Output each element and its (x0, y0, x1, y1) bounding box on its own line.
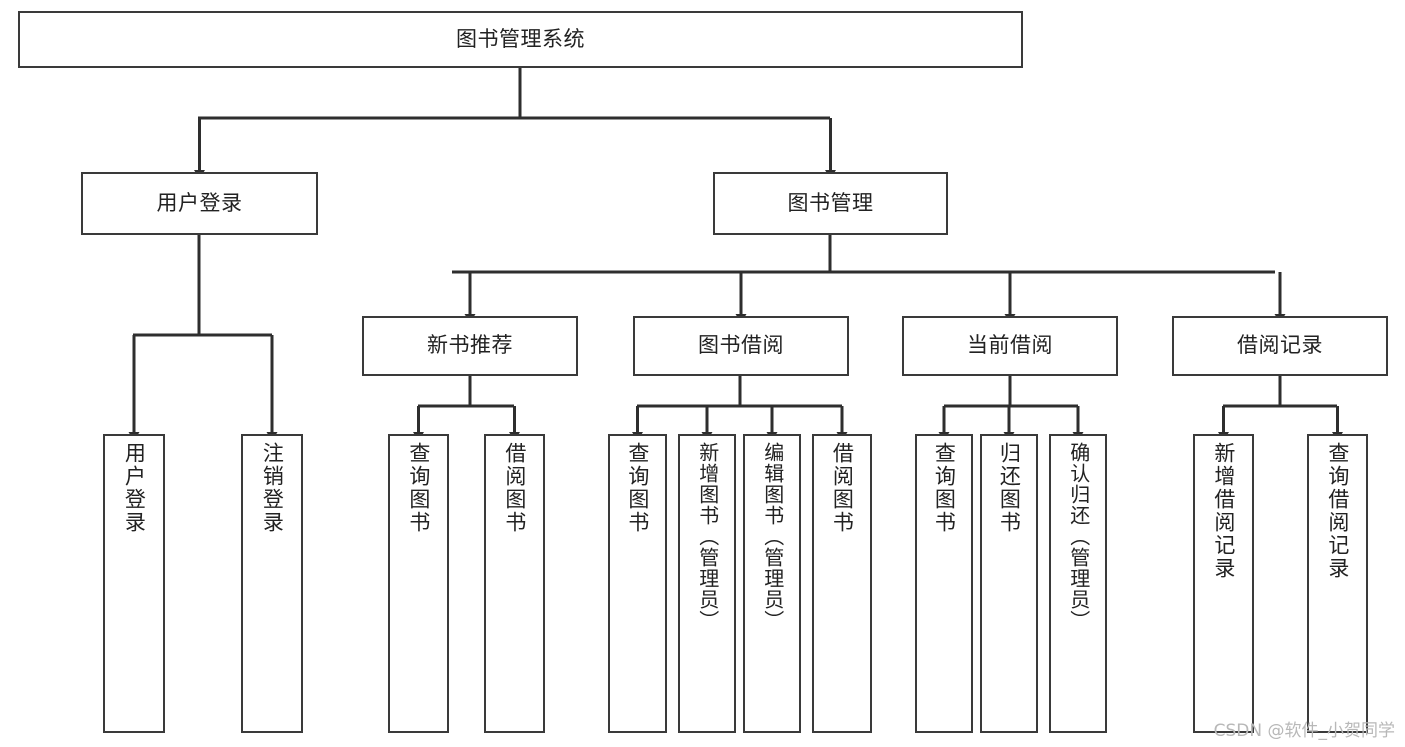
node-book-manage-label: 图书管理 (787, 190, 874, 215)
leaf-query-book-1-label: 查询图书 (406, 442, 431, 534)
leaf-return-book[interactable]: 归还图书 (980, 434, 1038, 733)
leaf-logout[interactable]: 注销登录 (241, 434, 303, 733)
leaf-query-borrow-record-label: 查询借阅记录 (1325, 442, 1350, 580)
leaf-user-login[interactable]: 用户登录 (103, 434, 165, 733)
node-book-borrow-label: 图书借阅 (698, 333, 784, 358)
leaf-query-book-3[interactable]: 查询图书 (915, 434, 973, 733)
node-root-label: 图书管理系统 (456, 26, 585, 51)
node-current-borrow-label: 当前借阅 (967, 333, 1053, 358)
node-user-login-label: 用户登录 (156, 190, 243, 215)
leaf-return-book-label: 归还图书 (997, 442, 1022, 534)
csdn-watermark: CSDN @软件_小贺同学 (1213, 721, 1395, 741)
node-new-book-recommend-label: 新书推荐 (427, 333, 513, 358)
leaf-user-login-label: 用户登录 (122, 442, 147, 534)
leaf-logout-label: 注销登录 (260, 442, 285, 534)
node-user-login[interactable]: 用户登录 (81, 172, 318, 235)
node-root[interactable]: 图书管理系统 (18, 11, 1023, 68)
leaf-add-book[interactable]: 新增图书（管理员） (678, 434, 736, 733)
leaf-add-borrow-record-label: 新增借阅记录 (1211, 442, 1236, 580)
node-current-borrow[interactable]: 当前借阅 (902, 316, 1118, 376)
leaf-confirm-return[interactable]: 确认归还（管理员） (1049, 434, 1107, 733)
leaf-add-book-label: 新增图书（管理员） (695, 442, 720, 631)
leaf-edit-book[interactable]: 编辑图书（管理员） (743, 434, 801, 733)
node-book-borrow[interactable]: 图书借阅 (633, 316, 849, 376)
node-new-book-recommend[interactable]: 新书推荐 (362, 316, 578, 376)
leaf-add-borrow-record[interactable]: 新增借阅记录 (1193, 434, 1254, 733)
node-borrow-record-label: 借阅记录 (1237, 333, 1323, 358)
leaf-query-book-1[interactable]: 查询图书 (388, 434, 449, 733)
leaf-borrow-book-2[interactable]: 借阅图书 (812, 434, 872, 733)
leaf-confirm-return-label: 确认归还（管理员） (1066, 442, 1091, 631)
leaf-edit-book-label: 编辑图书（管理员） (760, 442, 785, 631)
leaf-borrow-book-1-label: 借阅图书 (502, 442, 527, 534)
leaf-query-book-2-label: 查询图书 (625, 442, 650, 534)
node-borrow-record[interactable]: 借阅记录 (1172, 316, 1388, 376)
node-book-manage[interactable]: 图书管理 (713, 172, 948, 235)
leaf-borrow-book-2-label: 借阅图书 (830, 442, 855, 534)
leaf-query-borrow-record[interactable]: 查询借阅记录 (1307, 434, 1368, 733)
leaf-borrow-book-1[interactable]: 借阅图书 (484, 434, 545, 733)
leaf-query-book-2[interactable]: 查询图书 (608, 434, 667, 733)
leaf-query-book-3-label: 查询图书 (932, 442, 957, 534)
